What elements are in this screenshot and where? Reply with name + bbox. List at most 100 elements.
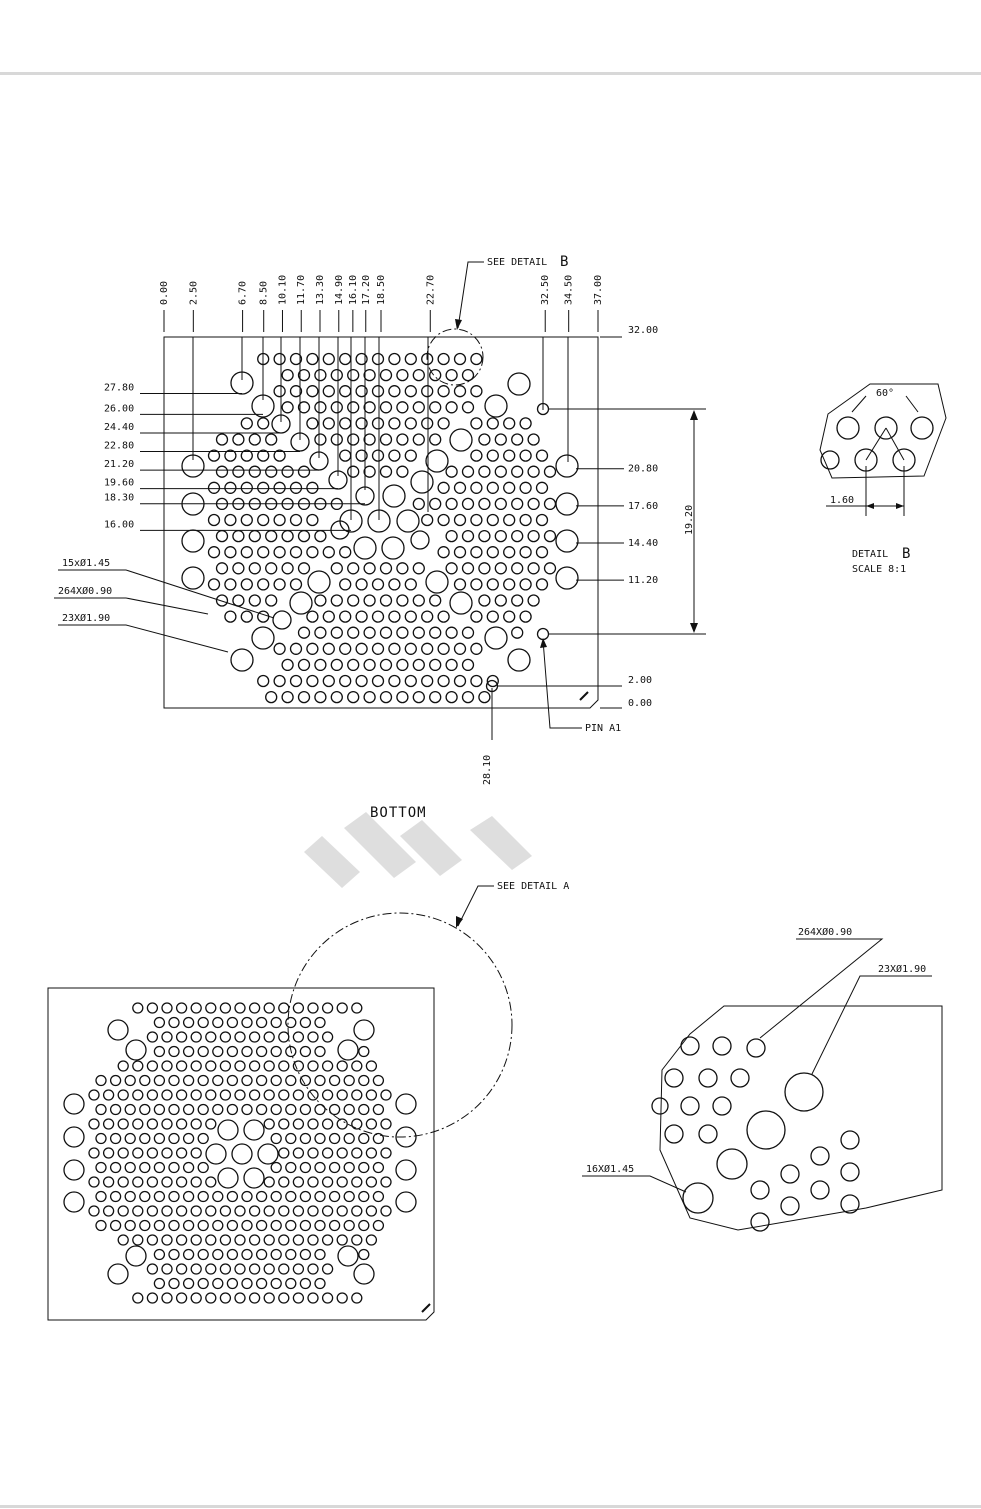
ball	[353, 1019, 375, 1041]
ball	[322, 385, 335, 398]
ball	[88, 1089, 100, 1101]
ball	[215, 594, 229, 607]
ball	[255, 1074, 268, 1087]
ball	[810, 1180, 830, 1200]
ball	[404, 674, 417, 688]
ball	[379, 401, 393, 414]
ball	[146, 1234, 159, 1246]
ball	[297, 529, 311, 543]
ball	[297, 401, 311, 414]
ball	[680, 1096, 700, 1116]
ball	[535, 513, 549, 527]
ball	[102, 1118, 115, 1130]
ball	[555, 529, 579, 553]
ball	[289, 674, 303, 688]
callout-leader	[582, 1175, 687, 1193]
ball	[182, 1277, 195, 1290]
ball	[494, 465, 507, 478]
ball	[484, 626, 508, 650]
callout-leader	[759, 938, 884, 1039]
ball	[698, 1124, 718, 1144]
ball	[494, 529, 507, 543]
ball	[63, 1093, 85, 1115]
ball	[292, 1292, 305, 1304]
ball	[363, 465, 376, 478]
ball	[95, 1219, 107, 1232]
ball	[226, 1219, 239, 1232]
ball	[146, 1089, 159, 1101]
ball	[272, 610, 292, 630]
ball	[124, 1074, 136, 1087]
ball	[132, 1205, 144, 1217]
ball	[232, 562, 245, 575]
ball	[437, 385, 450, 398]
callout-leader	[811, 975, 932, 1075]
ball	[381, 536, 405, 560]
ball	[109, 1132, 122, 1145]
ball	[289, 642, 303, 655]
ball	[347, 368, 360, 382]
ball	[255, 1190, 268, 1203]
ball	[396, 562, 409, 575]
ball	[527, 465, 540, 478]
ball	[212, 1103, 224, 1116]
ball	[95, 1161, 107, 1174]
ball	[371, 610, 385, 623]
ball	[363, 658, 376, 672]
ball	[470, 546, 483, 559]
ball	[212, 1074, 224, 1087]
ball	[396, 690, 409, 704]
ball	[248, 1002, 261, 1014]
ball	[175, 1147, 188, 1159]
ball	[281, 368, 294, 382]
ball	[292, 1118, 305, 1130]
ball	[146, 1031, 159, 1043]
ball	[153, 1016, 166, 1029]
ball	[219, 1292, 232, 1304]
ball	[840, 1194, 860, 1214]
ball	[270, 1161, 282, 1174]
ball	[371, 352, 385, 366]
x-dim-label: 18.50	[376, 275, 387, 305]
ball	[372, 1161, 385, 1174]
watermark	[304, 812, 532, 888]
ball	[396, 368, 409, 382]
ball	[322, 610, 335, 623]
ball	[511, 433, 524, 446]
ball	[337, 1039, 359, 1061]
dim-28-10: 28.10	[482, 755, 493, 785]
ball	[212, 1016, 224, 1029]
ball	[371, 385, 385, 398]
ball	[314, 594, 327, 607]
ball	[190, 1147, 202, 1159]
ball	[412, 368, 425, 382]
ball	[365, 1147, 378, 1159]
ball	[372, 1074, 385, 1087]
ball	[388, 610, 401, 623]
ball	[470, 610, 483, 623]
ball	[306, 352, 319, 366]
ball	[281, 562, 294, 575]
ball	[321, 1234, 334, 1246]
ball	[175, 1002, 188, 1014]
ball	[307, 1031, 319, 1043]
ball	[219, 1263, 232, 1275]
ball	[355, 674, 368, 688]
ball	[182, 1219, 195, 1232]
ball	[257, 674, 270, 688]
ball	[470, 481, 483, 494]
ball	[371, 417, 385, 430]
ball	[555, 566, 579, 590]
ball	[486, 610, 499, 623]
ball	[328, 1161, 341, 1174]
ball	[536, 627, 550, 641]
ball	[543, 497, 557, 511]
ball	[205, 1031, 217, 1043]
ball	[321, 1205, 334, 1217]
ball	[281, 401, 294, 414]
ball	[234, 1205, 246, 1217]
ball	[396, 465, 409, 478]
ball	[132, 1147, 144, 1159]
ball	[314, 1277, 326, 1290]
